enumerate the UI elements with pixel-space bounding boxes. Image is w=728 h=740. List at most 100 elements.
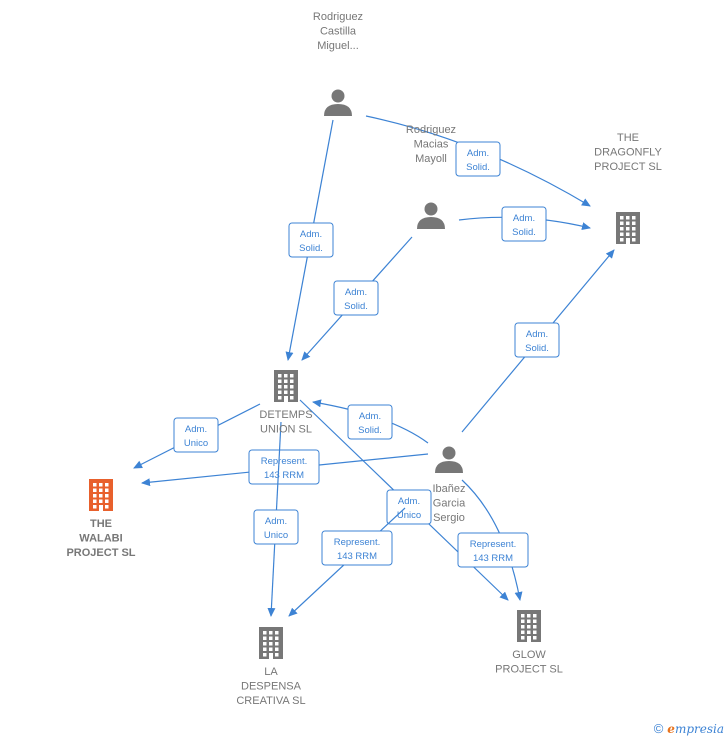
node-label: LA xyxy=(264,666,278,678)
node-detemps[interactable]: DETEMPS UNION SL xyxy=(259,370,313,436)
edge-label-text: Unico xyxy=(397,510,421,521)
edge-ibanez-to-the_dragonfly: Adm. Solid. xyxy=(461,249,615,433)
edge-label-text: Adm. xyxy=(345,287,367,298)
node-label: DESPENSA xyxy=(241,681,302,693)
node-the_walabi[interactable]: THE WALABI PROJECT SL xyxy=(66,479,136,559)
node-glow[interactable]: GLOW PROJECT SL xyxy=(495,610,563,676)
node-label: PROJECT SL xyxy=(594,161,662,173)
edge-label-text: Represent. xyxy=(334,537,380,548)
edge-label-box[interactable]: Adm. Solid. xyxy=(347,404,393,440)
node-label: Mayoll xyxy=(415,153,447,165)
edge-detemps-to-glow: Adm. Unico xyxy=(299,399,509,601)
node-label: Macias xyxy=(414,139,449,151)
edge-label-text: 143 RRM xyxy=(264,470,304,481)
edge-ibanez-to-glow: Represent. 143 RRM xyxy=(457,479,529,601)
person-icon xyxy=(435,446,463,473)
edge-label-box[interactable]: Represent. 143 RRM xyxy=(457,532,529,568)
edge-label-text: Solid. xyxy=(512,227,536,238)
node-label: PROJECT SL xyxy=(495,664,563,676)
edge-label-frame xyxy=(248,449,320,485)
edge-label-text: Solid. xyxy=(466,162,490,173)
edges-layer: Adm. Solid. Adm. Solid. Adm. Solid. Adm. Solid.… xyxy=(133,115,615,617)
node-label: UNION SL xyxy=(260,424,312,436)
edge-label-text: Adm. xyxy=(513,213,535,224)
edge-label-frame xyxy=(333,280,379,316)
edge-label-box[interactable]: Adm. Solid. xyxy=(455,141,501,177)
edge-label-text: Unico xyxy=(184,438,208,449)
person-icon xyxy=(417,202,445,229)
edge-label-text: Adm. xyxy=(526,329,548,340)
node-label: CREATIVA SL xyxy=(236,695,305,707)
footer-brand: © empresia xyxy=(654,721,724,736)
edge-label-text: Adm. xyxy=(265,516,287,527)
node-label: DETEMPS xyxy=(259,409,312,421)
node-la_despensa[interactable]: LA DESPENSA CREATIVA SL xyxy=(236,627,306,707)
edge-label-text: Adm. xyxy=(359,411,381,422)
edge-label-text: Solid. xyxy=(299,243,323,254)
edge-label-frame xyxy=(321,530,393,566)
node-label: WALABI xyxy=(79,533,122,545)
empresia-logo[interactable]: empresia xyxy=(667,721,724,736)
building-icon xyxy=(89,479,113,511)
edge-label-frame xyxy=(501,206,547,242)
edge-label-frame xyxy=(173,417,219,453)
edge-ibanez-to-la_despensa: Represent.143 RRM xyxy=(288,507,406,617)
edge-label-text: Adm. xyxy=(398,496,420,507)
edge-label-frame xyxy=(253,509,299,545)
node-the_dragonfly[interactable]: THE DRAGONFLY PROJECT SL xyxy=(594,132,662,244)
edge-label-frame xyxy=(347,404,393,440)
person-icon xyxy=(324,89,352,116)
edge-label-text: Represent. xyxy=(470,539,516,550)
edge-rodriguez_macias-to-the_dragonfly: Adm. Solid. xyxy=(458,206,591,242)
edge-label-text: Adm. xyxy=(185,424,207,435)
edge-label-text: Represent. xyxy=(261,456,307,467)
edge-label-box[interactable]: Adm. Unico xyxy=(253,509,299,545)
node-label: Rodriguez xyxy=(313,11,363,23)
node-label: DRAGONFLY xyxy=(594,147,662,159)
node-label: THE xyxy=(90,518,112,530)
node-label: PROJECT SL xyxy=(66,547,135,559)
edge-label-box[interactable]: Adm. Unico xyxy=(173,417,219,453)
node-label: THE xyxy=(617,132,639,144)
edge-rodriguez_castilla-to-detemps: Adm. Solid. xyxy=(285,119,334,361)
edge-label-text: Solid. xyxy=(344,301,368,312)
node-label: Sergio xyxy=(433,512,465,524)
node-label: GLOW xyxy=(512,649,546,661)
node-label: Rodriguez xyxy=(406,124,456,136)
nodes-layer: RodriguezCastillaMiguel...RodriguezMacia… xyxy=(66,11,662,707)
edge-ibanez-to-the_walabi: Represent. 143 RRM xyxy=(141,449,429,487)
node-label: Miguel... xyxy=(317,40,359,52)
edge-rodriguez_macias-to-detemps: Adm. Solid. xyxy=(301,236,413,361)
copyright-symbol: © xyxy=(653,721,664,736)
node-label: Castilla xyxy=(320,26,357,38)
node-label: Ibañez xyxy=(432,483,465,495)
edge-label-text: Adm. xyxy=(300,229,322,240)
edge-label-frame xyxy=(455,141,501,177)
edge-label-frame xyxy=(514,322,560,358)
edge-label-box[interactable]: Adm. Solid. xyxy=(514,322,560,358)
building-icon xyxy=(274,370,298,402)
edge-label-text: 143 RRM xyxy=(473,553,513,564)
edge-label-text: Adm. xyxy=(467,148,489,159)
edge-rodriguez_castilla-to-the_dragonfly: Adm. Solid. xyxy=(365,115,591,207)
edge-label-box[interactable]: Adm. Solid. xyxy=(288,222,334,258)
edge-label-box[interactable]: Adm. Unico xyxy=(386,489,432,525)
edge-label-box[interactable]: Adm. Solid. xyxy=(501,206,547,242)
node-rodriguez_castilla[interactable]: RodriguezCastillaMiguel... xyxy=(313,11,363,116)
edge-label-box[interactable]: Represent.143 RRM xyxy=(321,530,393,566)
edge-detemps-to-the_walabi: Adm. Unico xyxy=(133,403,261,469)
building-icon xyxy=(616,212,640,244)
node-label: Garcia xyxy=(433,498,466,510)
edge-label-frame xyxy=(457,532,529,568)
edge-line xyxy=(461,479,523,601)
edge-label-box[interactable]: Represent. 143 RRM xyxy=(248,449,320,485)
edge-label-box[interactable]: Adm. Solid. xyxy=(333,280,379,316)
edge-label-text: Unico xyxy=(264,530,288,541)
edge-label-text: Solid. xyxy=(358,425,382,436)
building-icon xyxy=(259,627,283,659)
edge-label-text: Solid. xyxy=(525,343,549,354)
edge-label-frame xyxy=(288,222,334,258)
